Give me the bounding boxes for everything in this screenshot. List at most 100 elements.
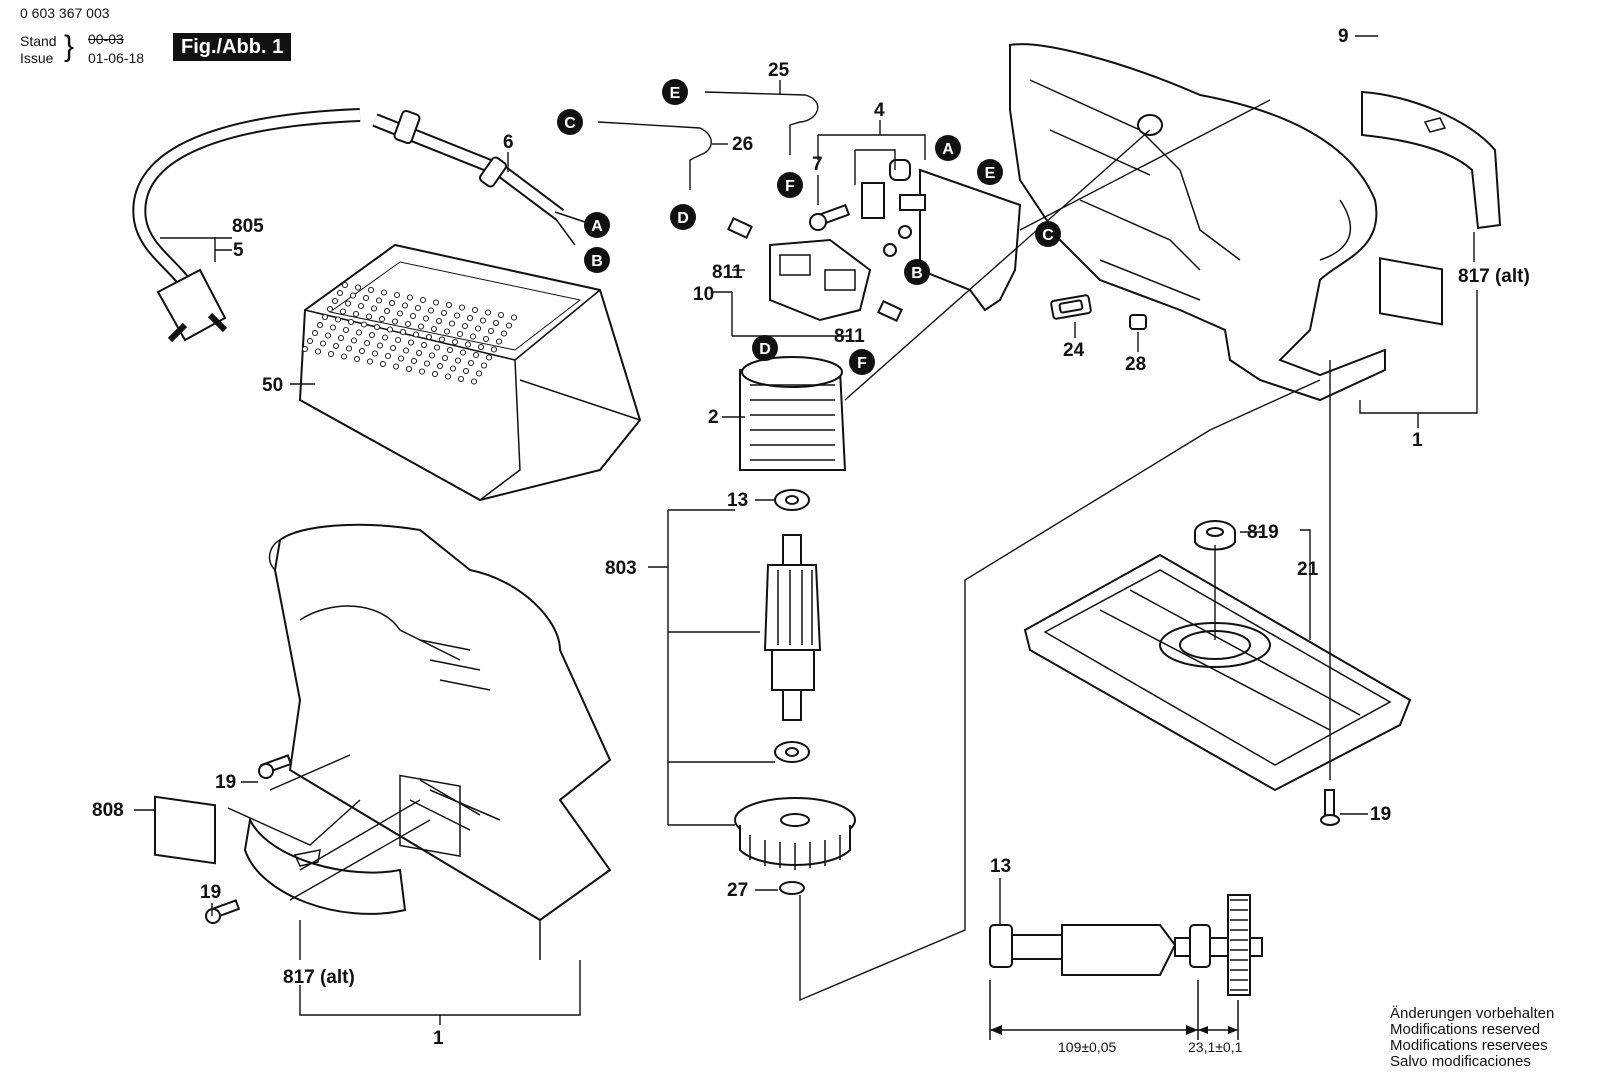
vent-hole bbox=[510, 314, 518, 321]
vent-hole bbox=[405, 365, 413, 373]
brush-holder-10 bbox=[769, 238, 872, 322]
vent-hole bbox=[354, 284, 362, 291]
spacer-28 bbox=[1129, 314, 1147, 330]
vent-hole bbox=[409, 312, 417, 320]
vent-hole bbox=[389, 344, 397, 352]
vent-hole bbox=[404, 320, 412, 328]
sander-assembled bbox=[268, 523, 612, 960]
label-plate-9 bbox=[1379, 257, 1443, 326]
armature-detail-drawing bbox=[989, 894, 1263, 1040]
callout-9: 9 bbox=[1338, 26, 1349, 47]
connector-d-stator: D bbox=[752, 335, 778, 361]
carbon-brushes-811 bbox=[727, 217, 903, 322]
connector-f-stator: F bbox=[849, 349, 875, 375]
dust-box bbox=[298, 243, 642, 502]
svg-text:E: E bbox=[985, 165, 996, 182]
vent-hole bbox=[380, 289, 388, 296]
vent-hole bbox=[355, 329, 363, 336]
vent-hole bbox=[332, 342, 340, 350]
vent-hole bbox=[357, 302, 365, 310]
vent-hole bbox=[396, 310, 404, 317]
callout-6: 6 bbox=[503, 132, 514, 153]
vent-hole bbox=[432, 299, 440, 306]
motor-field-stator bbox=[739, 356, 847, 471]
vent-hole bbox=[366, 358, 374, 365]
vent-hole bbox=[420, 341, 428, 349]
vent-hole bbox=[482, 335, 490, 343]
vent-hole bbox=[505, 322, 513, 329]
stand-value: 00-03 bbox=[88, 31, 124, 47]
vent-hole bbox=[441, 354, 449, 362]
vent-hole bbox=[340, 353, 348, 360]
vent-hole bbox=[383, 307, 391, 315]
vent-hole bbox=[321, 313, 329, 321]
vent-hole bbox=[459, 349, 467, 356]
svg-text:B: B bbox=[911, 265, 923, 282]
vent-hole bbox=[467, 359, 475, 367]
power-cord bbox=[132, 108, 586, 343]
vent-hole bbox=[479, 317, 487, 324]
svg-text:A: A bbox=[942, 141, 954, 158]
issue-value: 01-06-18 bbox=[88, 50, 145, 66]
label-plate-808 bbox=[154, 795, 216, 865]
callout-811-lower: 811 bbox=[834, 326, 865, 347]
vent-hole bbox=[301, 345, 309, 353]
vent-hole bbox=[492, 319, 500, 327]
vent-hole bbox=[469, 333, 477, 340]
connector-b-cord: B bbox=[584, 247, 610, 273]
svg-text:D: D bbox=[677, 210, 689, 227]
switch-screws bbox=[883, 225, 912, 257]
vent-hole bbox=[480, 362, 488, 369]
vent-hole bbox=[461, 322, 469, 330]
connector-a-cord: A bbox=[584, 212, 610, 238]
callout-19-right: 19 bbox=[1370, 804, 1391, 825]
vent-hole bbox=[376, 342, 384, 349]
vent-hole bbox=[422, 315, 430, 322]
vent-hole bbox=[448, 320, 456, 327]
vent-hole bbox=[384, 352, 392, 360]
vent-hole bbox=[497, 311, 505, 319]
vent-hole bbox=[352, 310, 360, 318]
vent-hole bbox=[327, 350, 335, 358]
callout-25: 25 bbox=[768, 60, 790, 81]
vent-hole bbox=[331, 297, 339, 305]
note-line-de: Änderungen vorbehalten bbox=[1390, 1005, 1555, 1022]
vent-hole bbox=[427, 307, 435, 314]
vent-hole bbox=[428, 352, 436, 359]
callout-13-detail: 13 bbox=[990, 856, 1011, 877]
svg-text:F: F bbox=[857, 355, 867, 372]
vent-hole bbox=[386, 326, 394, 333]
callout-805: 805 bbox=[232, 216, 264, 237]
vent-hole bbox=[487, 327, 495, 335]
vent-hole bbox=[474, 325, 482, 332]
vent-hole bbox=[388, 299, 396, 307]
vent-hole bbox=[475, 370, 483, 377]
vent-hole bbox=[410, 357, 418, 365]
vent-hole bbox=[347, 318, 355, 326]
vent-hole bbox=[353, 355, 361, 363]
connector-badges: A B E C F D A E C B D F bbox=[557, 79, 1061, 375]
vent-hole bbox=[490, 346, 498, 353]
vent-hole bbox=[453, 312, 461, 319]
vent-hole bbox=[444, 373, 452, 380]
vent-hole bbox=[462, 367, 470, 375]
vent-hole bbox=[367, 286, 375, 294]
vent-hole bbox=[319, 340, 327, 347]
vent-hole bbox=[470, 378, 478, 385]
vent-hole bbox=[445, 301, 453, 309]
vent-hole bbox=[378, 315, 386, 323]
vent-hole bbox=[415, 349, 423, 357]
figure-badge: Fig./Abb. 1 bbox=[173, 33, 292, 61]
armature bbox=[763, 534, 822, 721]
note-line-es: Salvo modificaciones bbox=[1390, 1053, 1531, 1070]
connector-b-switch: B bbox=[904, 259, 930, 285]
vent-hole bbox=[484, 309, 492, 316]
vent-hole bbox=[472, 351, 480, 359]
callout-811-upper: 811 bbox=[712, 262, 743, 283]
callout-19-left-lower: 19 bbox=[200, 882, 221, 903]
svg-text:F: F bbox=[785, 178, 795, 195]
callout-819: 819 bbox=[1247, 522, 1279, 543]
svg-text:A: A bbox=[591, 218, 603, 235]
modification-notes: Änderungen vorbehalten Modifications res… bbox=[1390, 1006, 1554, 1070]
